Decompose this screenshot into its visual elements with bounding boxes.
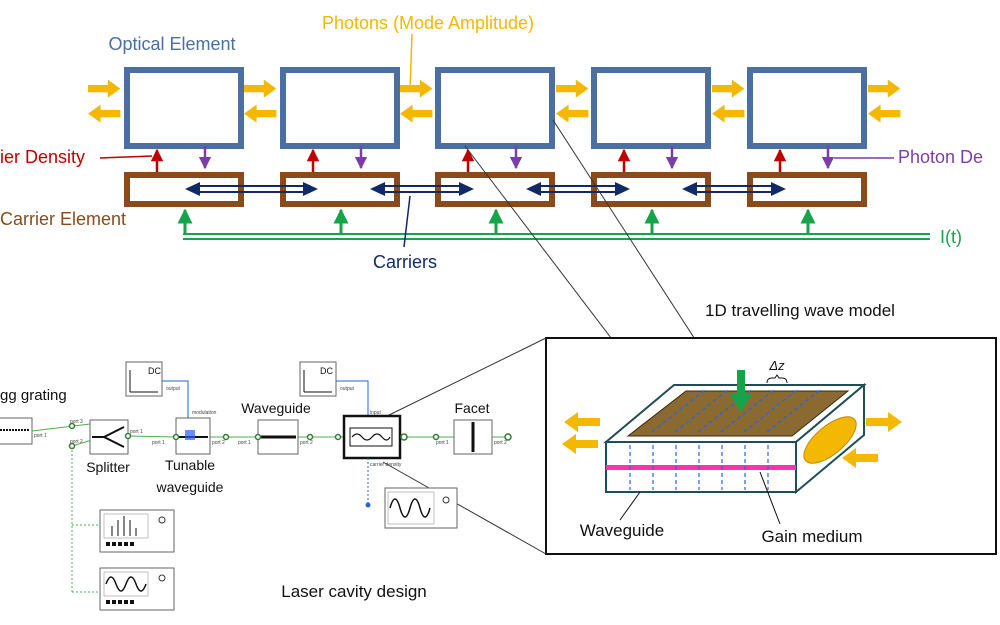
- svg-text:modulation: modulation: [192, 410, 217, 416]
- svg-text:port 2: port 2: [70, 439, 83, 445]
- svg-text:port 2: port 2: [494, 440, 507, 446]
- density-arrows: [150, 146, 835, 172]
- current-label: I(t): [940, 227, 962, 247]
- svg-text:port 2: port 2: [300, 440, 313, 446]
- inset-title: 1D travelling wave model: [705, 301, 895, 320]
- photon-density-label: Photon De: [898, 147, 983, 167]
- mode-profile-ellipse: [803, 416, 857, 464]
- svg-text:port 1: port 1: [238, 440, 251, 446]
- optical-element-1: [124, 67, 244, 149]
- optical-element-3: [435, 67, 555, 149]
- svg-text:port 1: port 1: [130, 429, 143, 435]
- laser-cavity-schematic: gg grating port 1 port 3 port 2 port 1 S…: [0, 361, 512, 611]
- zoom-line-schematic-bottom: [382, 461, 547, 555]
- photons-label: Photons (Mode Amplitude): [322, 13, 534, 33]
- carrier-element-4: [591, 172, 711, 207]
- laser-cavity-label: Laser cavity design: [281, 582, 427, 601]
- gain-stripe: [606, 465, 796, 470]
- photons-pointer-line: [409, 33, 413, 91]
- svg-text:output: output: [166, 386, 181, 392]
- carriers-label: Carriers: [373, 252, 437, 272]
- zoom-line-schematic-top: [382, 337, 547, 419]
- inset-waveguide-pointer: [619, 491, 641, 521]
- optical-element-4: [591, 67, 711, 149]
- svg-text:port 3: port 3: [70, 419, 83, 425]
- carrier-density-pointer: [99, 155, 153, 159]
- carrier-element-5: [747, 172, 867, 207]
- inset-waveguide-label: Waveguide: [580, 521, 664, 540]
- svg-text:port 2: port 2: [212, 440, 225, 446]
- svg-text:output: output: [340, 386, 355, 392]
- inset-gain-pointer: [759, 471, 781, 525]
- svg-text:DC: DC: [320, 366, 333, 376]
- svg-text:carrier density: carrier density: [370, 462, 402, 468]
- carriers-pointer: [403, 195, 411, 248]
- svg-text:port 1: port 1: [152, 440, 165, 446]
- optical-element-label: Optical Element: [108, 34, 235, 54]
- carrier-elements: [124, 172, 867, 207]
- tunable-label-2: waveguide: [156, 479, 224, 495]
- tunable-label-1: Tunable: [165, 457, 215, 473]
- svg-text:port 1: port 1: [436, 440, 449, 446]
- current-bus: [177, 208, 930, 240]
- inset-photon-arrows: [562, 412, 902, 468]
- delta-z-brace: [766, 374, 788, 384]
- delta-z-label: Δz: [768, 358, 785, 373]
- facet-label: Facet: [454, 400, 489, 416]
- carrier-element-label: Carrier Element: [0, 209, 126, 229]
- svg-text:input: input: [370, 410, 381, 416]
- carrier-density-label: ier Density: [0, 147, 85, 167]
- optical-element-5: [747, 67, 867, 149]
- photon-arrows: [88, 79, 901, 123]
- optical-elements: [124, 67, 867, 149]
- inset-gain-label: Gain medium: [761, 527, 862, 546]
- carrier-element-1: [124, 172, 244, 207]
- carrier-element-2: [280, 172, 400, 207]
- carrier-diffusion-arrows: [185, 182, 786, 196]
- splitter-label: Splitter: [86, 459, 130, 475]
- optical-element-2: [280, 67, 400, 149]
- svg-text:port 1: port 1: [34, 433, 47, 439]
- bragg-label: gg grating: [0, 387, 67, 404]
- svg-text:DC: DC: [148, 366, 161, 376]
- waveguide-label: Waveguide: [241, 400, 311, 416]
